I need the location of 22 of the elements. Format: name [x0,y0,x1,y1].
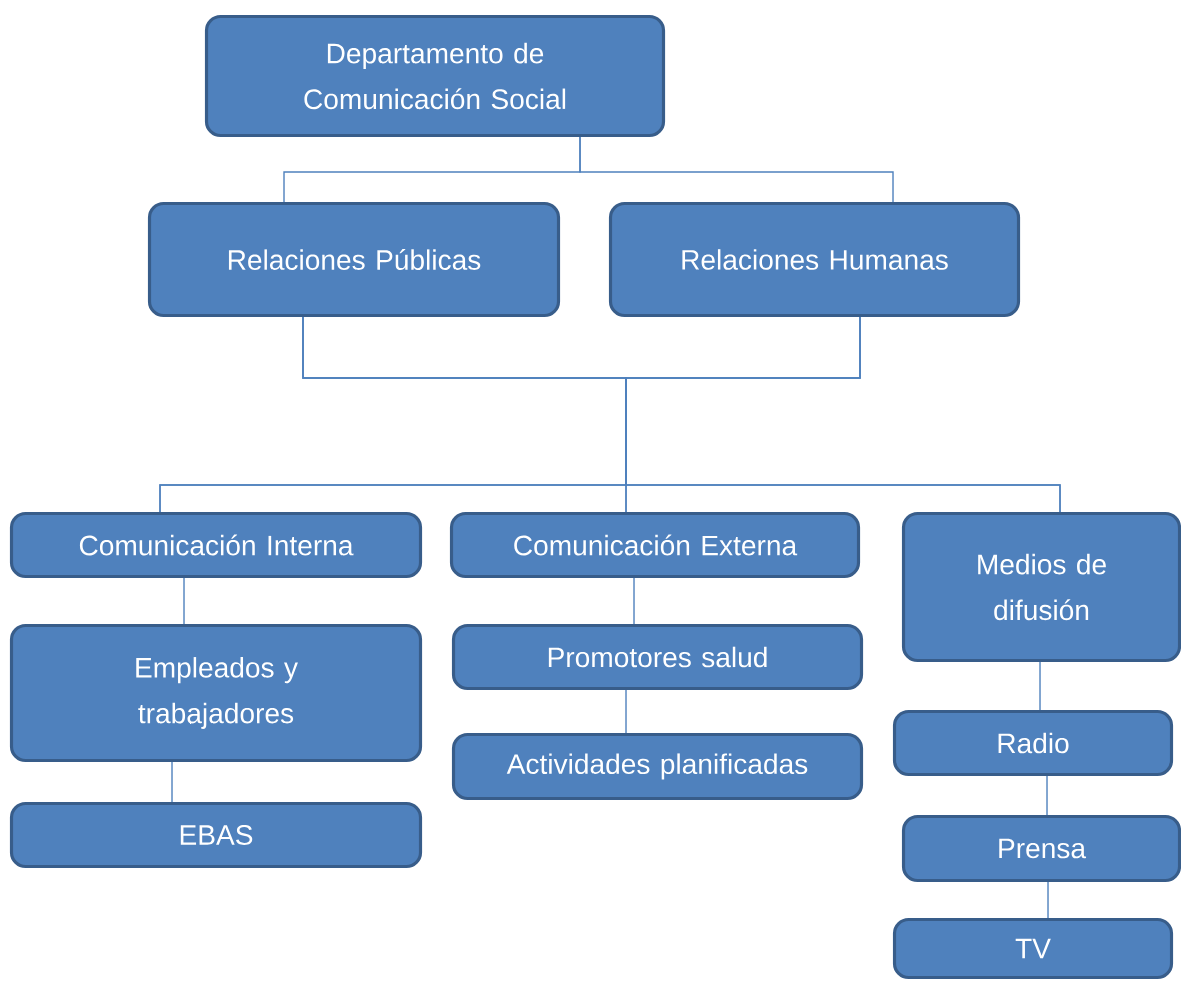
connector-line [183,577,185,625]
org-box: EBAS [9,801,423,869]
org-box: Departamento de Comunicación Social [204,14,666,138]
org-box: Empleados y trabajadores [9,623,423,763]
org-box: Actividades planificadas [451,732,864,801]
connector-line [625,689,627,734]
org-box: Promotores salud [451,623,864,691]
org-box: Relaciones Humanas [608,201,1021,318]
org-box: Comunicación Externa [449,511,861,579]
connector-line [633,577,635,625]
org-box: TV [892,917,1174,980]
org-box: Prensa [901,814,1181,883]
connector-line [579,136,894,203]
org-box: Comunicación Interna [9,511,423,579]
org-box: Radio [892,709,1174,777]
connector-line [171,761,173,803]
connector-line [1047,881,1049,919]
org-box: Medios de difusión [901,511,1181,663]
connector-line [625,316,1061,513]
org-box: Relaciones Públicas [147,201,561,318]
connector-line [1039,661,1041,711]
connector-line [1046,775,1048,816]
